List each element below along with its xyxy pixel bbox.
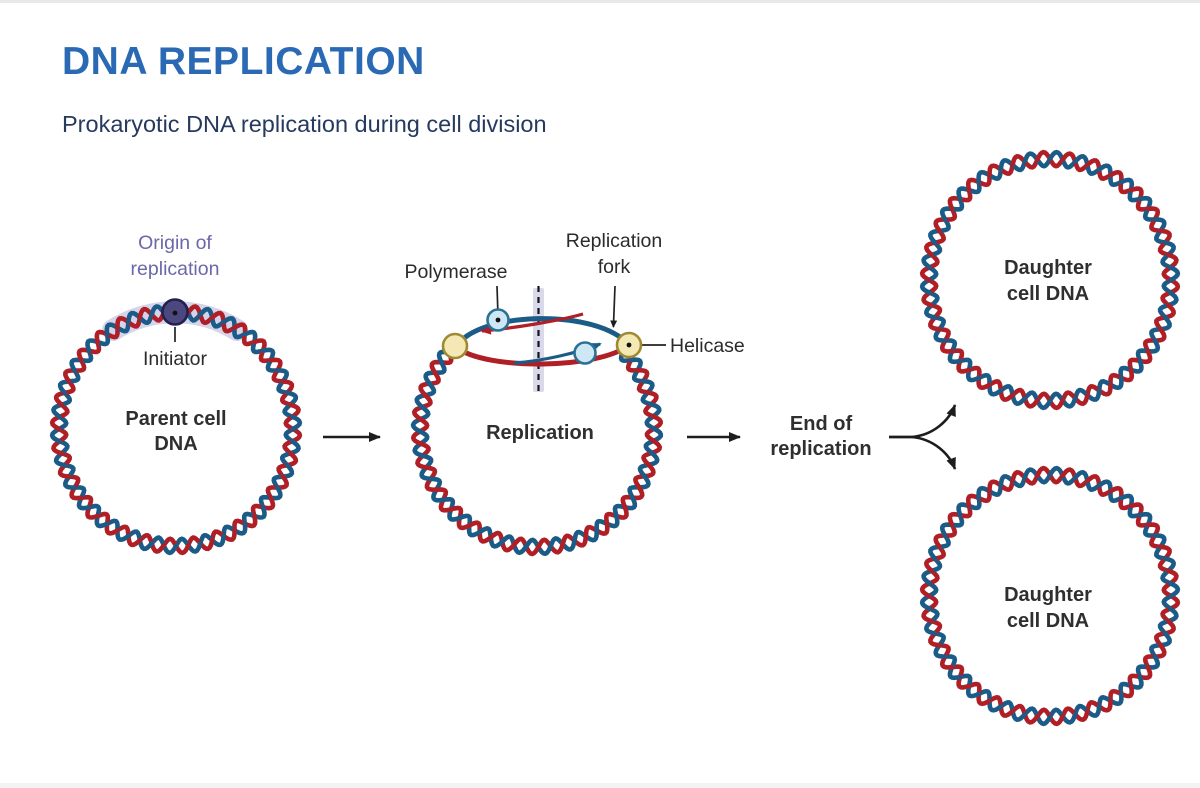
helicase-protein-left-icon <box>441 332 469 360</box>
helicase-label: Helicase <box>670 335 745 357</box>
dna-ring <box>919 465 1181 727</box>
plasmid-rings <box>49 149 1181 727</box>
daughter-top-label-line1: Daughter <box>1004 257 1092 279</box>
branch-arrow-to-bottom-daughter <box>889 435 957 470</box>
replication-fork-label-line2: fork <box>598 256 631 278</box>
header: DNA REPLICATION Prokaryotic DNA replicat… <box>62 40 547 138</box>
daughter-top-label-line2: cell DNA <box>1007 283 1089 305</box>
daughter-bottom-label-line1: Daughter <box>1004 584 1092 606</box>
parent-cell-dna-label-line1: Parent cell <box>125 408 226 430</box>
replication-fork-label-line1: Replication <box>566 230 662 252</box>
page-subtitle: Prokaryotic DNA replication during cell … <box>62 110 547 137</box>
origin-of-replication-label-line2: replication <box>131 258 220 280</box>
initiator-pointer-dot <box>172 310 178 316</box>
end-of-replication-label-line1: End of <box>790 413 853 435</box>
replication-fork-pointer-line <box>610 285 618 328</box>
replication-bubble-bottom-strand <box>454 342 631 367</box>
parent-cell-dna-label-line2: DNA <box>154 433 197 455</box>
polymerase-label: Polymerase <box>405 261 508 283</box>
polymerase-protein-right-icon <box>573 341 597 365</box>
initiator-label: Initiator <box>143 348 207 370</box>
dna-ring <box>49 302 303 556</box>
branch-arrow-to-top-daughter <box>889 404 957 439</box>
dna-ring <box>919 149 1181 411</box>
top-edge-strip <box>0 0 1200 3</box>
dna-ring <box>410 340 664 557</box>
replication-stage-label: Replication <box>486 422 594 444</box>
bottom-edge-strip <box>0 783 1200 788</box>
helicase-pointer-dot <box>626 342 632 348</box>
daughter-bottom-label-line2: cell DNA <box>1007 610 1089 632</box>
polymerase-pointer-dot <box>495 317 501 323</box>
page-title: DNA REPLICATION <box>62 40 425 83</box>
end-of-replication-label-line2: replication <box>770 438 871 460</box>
replication-bubble-top-strand <box>453 316 631 349</box>
origin-of-replication-label-line1: Origin of <box>138 232 212 254</box>
